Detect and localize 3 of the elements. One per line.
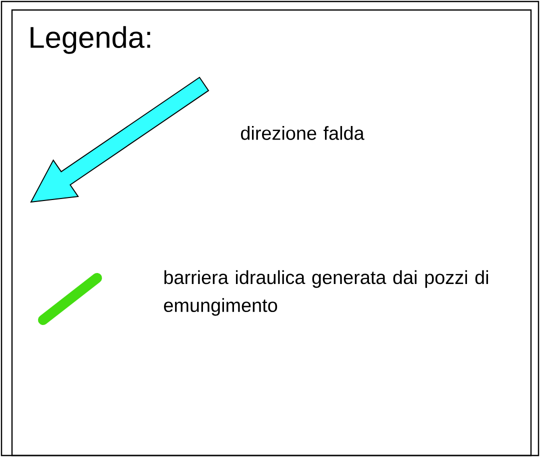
legend-label: barriera idraulica generata dai pozzi di emungimento: [164, 270, 488, 316]
legend-title: Legenda:: [30, 26, 150, 54]
legend-label: direzione falda: [241, 126, 364, 140]
